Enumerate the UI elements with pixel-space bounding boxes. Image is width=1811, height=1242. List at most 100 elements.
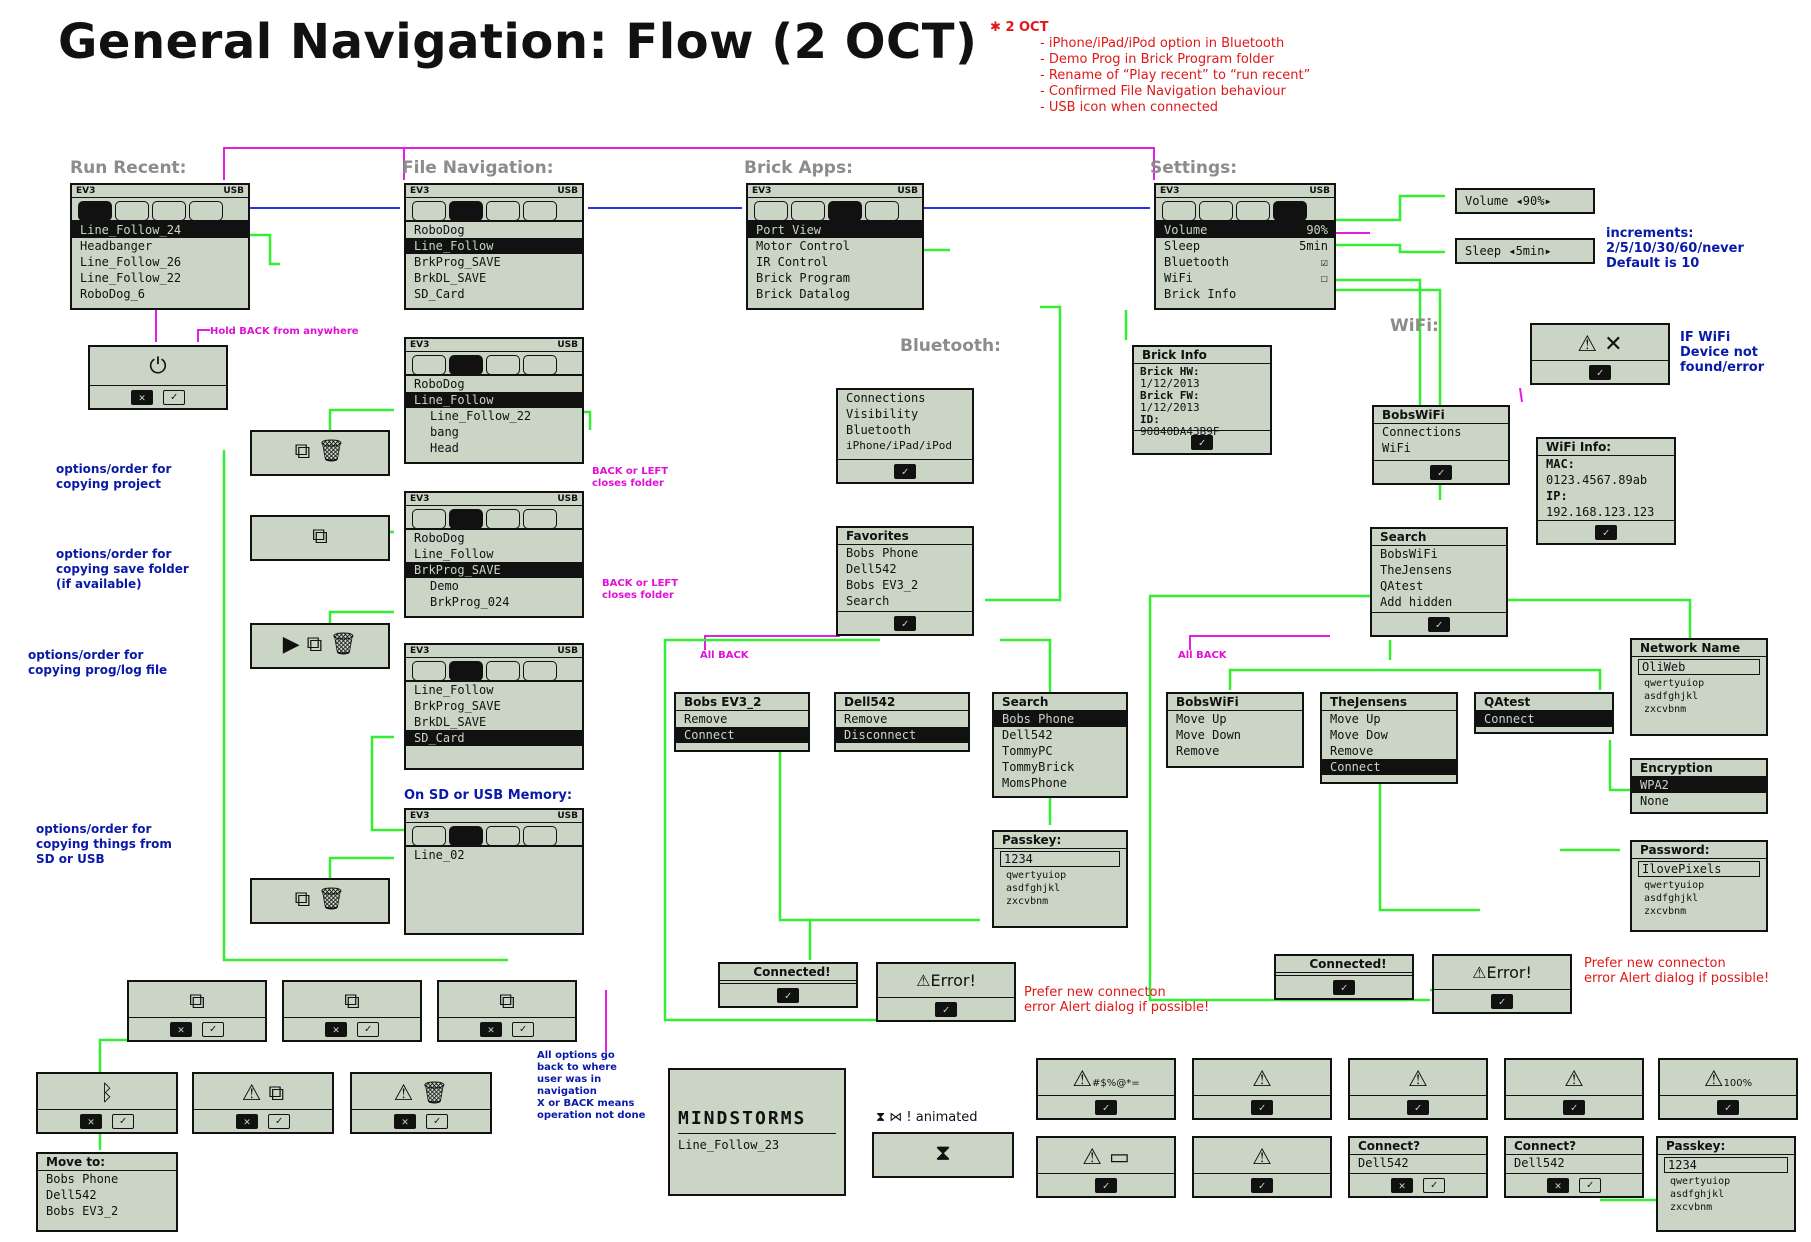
ok-button[interactable]: ✓ <box>1251 1177 1273 1193</box>
keyboard-row[interactable]: qwertyuiop <box>1670 1176 1731 1187</box>
tab-files[interactable] <box>449 355 483 375</box>
list-item[interactable]: TommyBrick <box>1002 760 1075 774</box>
tab-apps[interactable] <box>486 661 520 681</box>
ok-button[interactable]: ✓ <box>112 1113 134 1129</box>
password-field[interactable]: IlovePixels <box>1638 861 1760 877</box>
keyboard-row[interactable]: asdfghjkl <box>1006 883 1061 894</box>
ok-button[interactable]: ✓ <box>1423 1177 1445 1193</box>
ok-button[interactable]: ✓ <box>163 389 185 405</box>
ok-button[interactable]: ✓ <box>1491 993 1513 1009</box>
list-item[interactable]: Connect <box>676 727 808 743</box>
list-item[interactable]: Connections <box>1382 425 1462 439</box>
list-item[interactable]: RoboDog_6 <box>80 287 146 301</box>
list-item[interactable]: Dell542 <box>46 1188 97 1202</box>
list-item[interactable]: Line_Follow <box>414 683 494 697</box>
cancel-button[interactable]: ✕ <box>480 1021 502 1037</box>
list-item[interactable]: BobsWiFi <box>1380 547 1438 561</box>
list-item[interactable]: Motor Control <box>756 239 850 253</box>
list-item[interactable]: Connect <box>1476 711 1612 727</box>
tab-apps[interactable] <box>152 201 186 221</box>
tab-apps[interactable] <box>486 201 520 221</box>
ok-button[interactable]: ✓ <box>357 1021 379 1037</box>
tab-settings[interactable] <box>523 661 557 681</box>
list-item[interactable]: Remove <box>684 712 728 726</box>
list-item[interactable]: Brick Datalog <box>756 287 850 301</box>
list-item[interactable]: SD_Card <box>414 287 465 301</box>
ok-button[interactable]: ✓ <box>1717 1099 1739 1115</box>
list-item[interactable]: BrkProg_SAVE <box>414 255 501 269</box>
list-item[interactable]: Visibility <box>846 407 919 421</box>
ok-button[interactable]: ✓ <box>426 1113 448 1129</box>
add-hidden-item[interactable]: Add hidden <box>1380 595 1453 609</box>
tab-run-recent[interactable] <box>754 201 788 221</box>
setting-brick-info[interactable]: Brick Info <box>1156 286 1334 302</box>
list-item[interactable]: SD_Card <box>406 730 582 746</box>
ok-button[interactable]: ✓ <box>1563 1099 1585 1115</box>
list-item[interactable]: iPhone/iPad/iPod <box>846 439 952 452</box>
network-name-field[interactable]: OliWeb <box>1638 659 1760 675</box>
ok-button[interactable]: ✓ <box>1595 524 1617 540</box>
tab-run-recent[interactable] <box>412 355 446 375</box>
keyboard-row[interactable]: asdfghjkl <box>1644 691 1699 702</box>
keyboard-row[interactable]: asdfghjkl <box>1644 893 1699 904</box>
list-item[interactable]: Connect <box>1322 759 1456 775</box>
cancel-button[interactable]: ✕ <box>325 1021 347 1037</box>
setting-bluetooth[interactable]: Bluetooth☑ <box>1156 254 1334 270</box>
ok-button[interactable]: ✓ <box>1579 1177 1601 1193</box>
list-item[interactable]: Move Up <box>1176 712 1227 726</box>
list-item[interactable]: Line_Follow <box>414 547 494 561</box>
ok-button[interactable]: ✓ <box>1095 1177 1117 1193</box>
list-item[interactable]: Line_Follow_22 <box>430 409 532 423</box>
search-item[interactable]: Search <box>846 594 890 608</box>
list-item[interactable]: BrkDL_SAVE <box>414 715 487 729</box>
cancel-button[interactable]: ✕ <box>80 1113 102 1129</box>
list-item[interactable]: Remove <box>1330 744 1374 758</box>
list-item[interactable]: MomsPhone <box>1002 776 1068 790</box>
tab-settings[interactable] <box>523 826 557 846</box>
tab-settings[interactable] <box>523 509 557 529</box>
ok-button[interactable]: ✓ <box>935 1001 957 1017</box>
list-item[interactable]: bang <box>430 425 459 439</box>
list-item[interactable]: BrkProg_SAVE <box>414 699 501 713</box>
list-item[interactable]: WiFi <box>1382 441 1411 455</box>
cancel-button[interactable]: ✕ <box>1391 1177 1413 1193</box>
tab-apps[interactable] <box>486 509 520 529</box>
list-item[interactable]: Bobs Phone <box>994 711 1126 727</box>
list-item[interactable]: Bobs Phone <box>846 546 919 560</box>
sleep-slider[interactable]: Sleep ◂5min▸ <box>1455 238 1595 264</box>
tab-files[interactable] <box>1199 201 1233 221</box>
list-item[interactable]: TheJensens <box>1380 563 1453 577</box>
passkey-field[interactable]: 1234 <box>1000 851 1120 867</box>
tab-settings[interactable] <box>865 201 899 221</box>
ok-button[interactable]: ✓ <box>202 1021 224 1037</box>
tab-files[interactable] <box>449 826 483 846</box>
tab-apps[interactable] <box>486 355 520 375</box>
tab-settings[interactable] <box>189 201 223 221</box>
keyboard-row[interactable]: zxcvbnm <box>1670 1202 1713 1213</box>
list-item[interactable]: Disconnect <box>836 727 968 743</box>
ok-button[interactable]: ✓ <box>512 1021 534 1037</box>
tab-files[interactable] <box>449 201 483 221</box>
tab-run-recent[interactable] <box>78 201 112 221</box>
list-item[interactable]: QAtest <box>1380 579 1424 593</box>
list-item[interactable]: Line_Follow <box>406 392 582 408</box>
ok-button[interactable]: ✓ <box>1430 464 1452 480</box>
list-item[interactable]: Move Up <box>1330 712 1381 726</box>
keyboard-row[interactable]: qwertyuiop <box>1006 870 1067 881</box>
list-item[interactable]: Bluetooth <box>846 423 912 437</box>
keyboard-row[interactable]: qwertyuiop <box>1644 678 1705 689</box>
list-item[interactable]: Bobs Phone <box>46 1172 119 1186</box>
list-item[interactable]: BrkProg_SAVE <box>406 562 582 578</box>
tab-run-recent[interactable] <box>412 509 446 529</box>
list-item[interactable]: Port View <box>748 222 922 238</box>
tab-files[interactable] <box>115 201 149 221</box>
list-item[interactable]: IR Control <box>756 255 829 269</box>
list-item[interactable]: Line_Follow_26 <box>80 255 182 269</box>
list-item[interactable]: Bobs EV3_2 <box>46 1204 119 1218</box>
list-item[interactable]: Move Down <box>1176 728 1242 742</box>
tab-files[interactable] <box>449 661 483 681</box>
tab-apps[interactable] <box>1236 201 1270 221</box>
setting-wifi[interactable]: WiFi☐ <box>1156 270 1334 286</box>
list-item[interactable]: Move Dow <box>1330 728 1388 742</box>
